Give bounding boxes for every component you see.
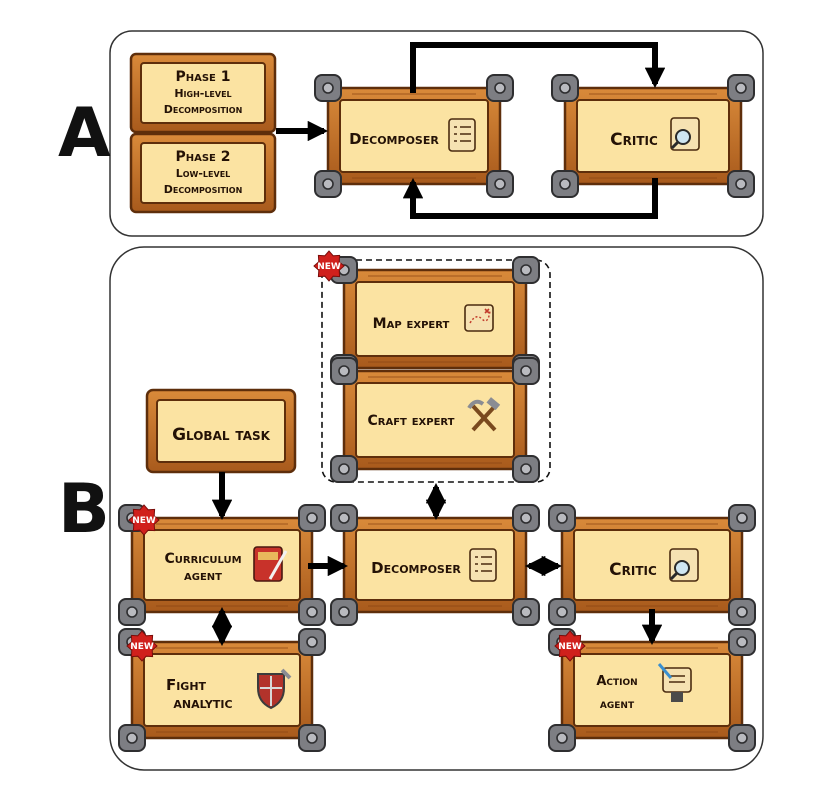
phase1-line3: Decomposition [164, 103, 243, 116]
corner-stud [118, 724, 146, 752]
red-book-quill-icon [253, 546, 288, 582]
phase2-line2: Low-level [176, 167, 231, 180]
treasure-map-icon [464, 304, 494, 332]
corner-stud [512, 598, 540, 626]
corner-stud [548, 598, 576, 626]
corner-stud [551, 74, 579, 102]
corner-stud [512, 357, 540, 385]
panel-b-frame [109, 246, 764, 771]
fight-line1: Fight [166, 676, 207, 694]
shield-sword-icon [257, 668, 292, 710]
new-badge-curriculum: NEW [128, 504, 160, 536]
a-decomposer-label: Decomposer [349, 130, 439, 148]
corner-stud [298, 724, 326, 752]
corner-stud [314, 170, 342, 198]
a-critic-label: Critic [610, 130, 658, 150]
new-badge-experts: NEW [313, 250, 345, 282]
action-line2: agent [600, 697, 635, 712]
global-task-box [145, 388, 297, 474]
panel-a-frame [109, 30, 764, 237]
edge-decomposer-to-critic [410, 42, 666, 93]
b-critic-label: Critic [609, 560, 657, 580]
magnifier-scroll-icon [670, 117, 700, 151]
phase2-line3: Decomposition [164, 183, 243, 196]
corner-stud [728, 504, 756, 532]
phase1-box: Phase 1 High-level Decomposition [129, 52, 277, 134]
corner-stud [548, 724, 576, 752]
corner-stud [512, 455, 540, 483]
curriculum-line1: Curriculum [164, 551, 241, 567]
b-decomposer-box [330, 504, 540, 626]
action-line1: Action [596, 674, 637, 689]
corner-stud [728, 628, 756, 656]
panel-a-label: A [58, 94, 111, 173]
new-badge-text: NEW [132, 516, 156, 526]
corner-stud [728, 598, 756, 626]
corner-stud [330, 598, 358, 626]
corner-stud [551, 170, 579, 198]
crossed-hammer-pickaxe-icon [467, 397, 501, 432]
new-badge-fight: NEW [126, 630, 158, 662]
new-badge-action: NEW [554, 630, 586, 662]
corner-stud [548, 504, 576, 532]
corner-stud [728, 724, 756, 752]
corner-stud [486, 74, 514, 102]
new-badge-text: NEW [317, 262, 341, 272]
corner-stud [298, 628, 326, 656]
corner-stud [727, 74, 755, 102]
a-critic-box [551, 74, 755, 198]
scroll-quill-stand-icon [657, 663, 692, 702]
phase2-line1: Phase 2 [175, 149, 230, 165]
corner-stud [512, 256, 540, 284]
b-decomposer-label: Decomposer [371, 559, 461, 577]
edge-critic-to-decomposer [402, 177, 658, 219]
corner-stud [727, 170, 755, 198]
new-badge-text: NEW [130, 642, 154, 652]
corner-stud [330, 357, 358, 385]
corner-stud [118, 598, 146, 626]
map-expert-box [330, 256, 540, 382]
craft-expert-label: Craft expert [367, 413, 454, 429]
magnifier-scroll-icon [669, 548, 699, 582]
map-expert-label: Map expert [373, 316, 450, 332]
panel-b-label: B [58, 470, 110, 549]
phase1-line2: High-level [174, 87, 231, 100]
phase2-box: Phase 2 Low-level Decomposition [129, 132, 277, 214]
corner-stud [486, 170, 514, 198]
corner-stud [330, 504, 358, 532]
craft-expert-box [330, 357, 540, 483]
checklist-scroll-icon [469, 548, 497, 582]
expert-group-frame [321, 259, 551, 483]
checklist-scroll-icon [448, 118, 476, 152]
corner-stud [314, 74, 342, 102]
corner-stud [298, 598, 326, 626]
global-task-label: Global task [172, 425, 271, 445]
corner-stud [330, 455, 358, 483]
corner-stud [298, 504, 326, 532]
fight-line2: analytic [173, 694, 232, 712]
phase1-line1: Phase 1 [175, 69, 230, 85]
corner-stud [512, 504, 540, 532]
new-badge-text: NEW [558, 642, 582, 652]
curriculum-line2: agent [184, 568, 222, 584]
